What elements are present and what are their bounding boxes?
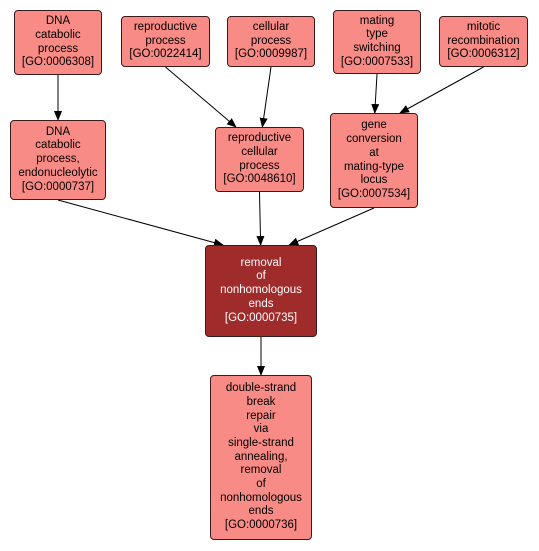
node-label-line: process <box>37 42 79 55</box>
node-go-id: [GO:0000736] <box>224 519 298 532</box>
node-label-line: recombination <box>447 34 520 47</box>
node-label-line: DNA <box>45 15 71 28</box>
node-go-id: [GO:0006312] <box>447 48 520 61</box>
node-label-line: mating <box>359 14 395 27</box>
node-label-line: DNA <box>45 125 71 138</box>
node-label-line: endonucleolytic <box>18 166 98 179</box>
edge-arrow <box>165 66 237 128</box>
node-go-id: [GO:0048610] <box>223 173 296 186</box>
node-label-line: type <box>366 28 388 41</box>
node-reproductive-cellular-process[interactable]: reproductive cellular process [GO:004861… <box>215 127 304 192</box>
node-go-id: [GO:0009987] <box>234 48 308 61</box>
node-label-line: locus <box>360 174 388 187</box>
node-go-id: [GO:0022414] <box>129 48 202 61</box>
node-label-line: process <box>145 34 186 47</box>
node-label-line: process <box>250 34 292 47</box>
node-go-id: [GO:0007533] <box>340 55 414 68</box>
node-label-line: mating-type <box>343 160 405 173</box>
node-label-line: gene <box>361 119 387 132</box>
node-mating-type-switching[interactable]: mating type switching [GO:0007533] <box>333 10 421 74</box>
edge-arrow <box>371 73 380 114</box>
node-label-line: ends <box>248 505 274 518</box>
edge-arrow <box>256 191 265 246</box>
node-go-id: [GO:0007534] <box>337 187 411 200</box>
node-label-line: removal <box>240 464 282 477</box>
node-label-line: process <box>239 159 280 172</box>
node-label-line: of <box>256 478 266 491</box>
edge-arrow <box>288 207 375 246</box>
node-dna-catabolic-process-endonucleolytic[interactable]: DNA catabolic process, endonucleolytic [… <box>10 120 106 200</box>
node-label-line: annealing, <box>234 450 288 463</box>
edge-arrow <box>399 66 484 114</box>
node-label-line: break <box>246 395 276 408</box>
node-label-line: removal <box>240 256 282 269</box>
node-gene-conversion-at-mating-type-locus[interactable]: gene conversion at mating-type locus [GO… <box>330 113 418 208</box>
node-label-line: mitotic <box>466 20 501 33</box>
edge-arrow <box>57 199 224 247</box>
node-cellular-process[interactable]: cellular process [GO:0009987] <box>227 16 315 67</box>
node-label-line: ends <box>248 297 274 310</box>
node-label-line: nonhomologous <box>220 284 302 297</box>
node-label-line: reproductive <box>227 132 292 145</box>
node-label-line: repair <box>246 409 276 422</box>
node-double-strand-break-repair-via-ssa[interactable]: double-strand break repair via single-st… <box>210 375 312 540</box>
node-label-line: cellular <box>241 145 278 158</box>
node-label-line: of <box>256 270 266 283</box>
node-label-line: catabolic <box>35 139 81 152</box>
node-label-line: at <box>369 146 379 159</box>
node-label-line: catabolic <box>35 28 81 41</box>
node-label-line: conversion <box>346 133 402 146</box>
node-go-id: [GO:0000735] <box>224 311 298 324</box>
node-mitotic-recombination[interactable]: mitotic recombination [GO:0006312] <box>439 16 528 67</box>
edge-arrow <box>259 66 272 128</box>
node-label-line: cellular <box>252 20 290 33</box>
node-label-line: switching <box>353 42 401 54</box>
node-label-line: double-strand <box>225 382 297 395</box>
node-go-id: [GO:0000737] <box>21 180 95 193</box>
node-go-id: [GO:0006308] <box>21 56 95 69</box>
node-label-line: single-strand <box>228 436 294 449</box>
node-label-line: reproductive <box>133 20 198 33</box>
node-dna-catabolic-process[interactable]: DNA catabolic process [GO:0006308] <box>14 10 102 75</box>
node-label-line: via <box>253 423 269 436</box>
node-reproductive-process[interactable]: reproductive process [GO:0022414] <box>121 16 210 67</box>
node-removal-of-nonhomologous-ends[interactable]: removal of nonhomologous ends [GO:000073… <box>205 245 317 337</box>
node-label-line: process, <box>36 153 80 166</box>
node-label-line: nonhomologous <box>220 491 302 504</box>
